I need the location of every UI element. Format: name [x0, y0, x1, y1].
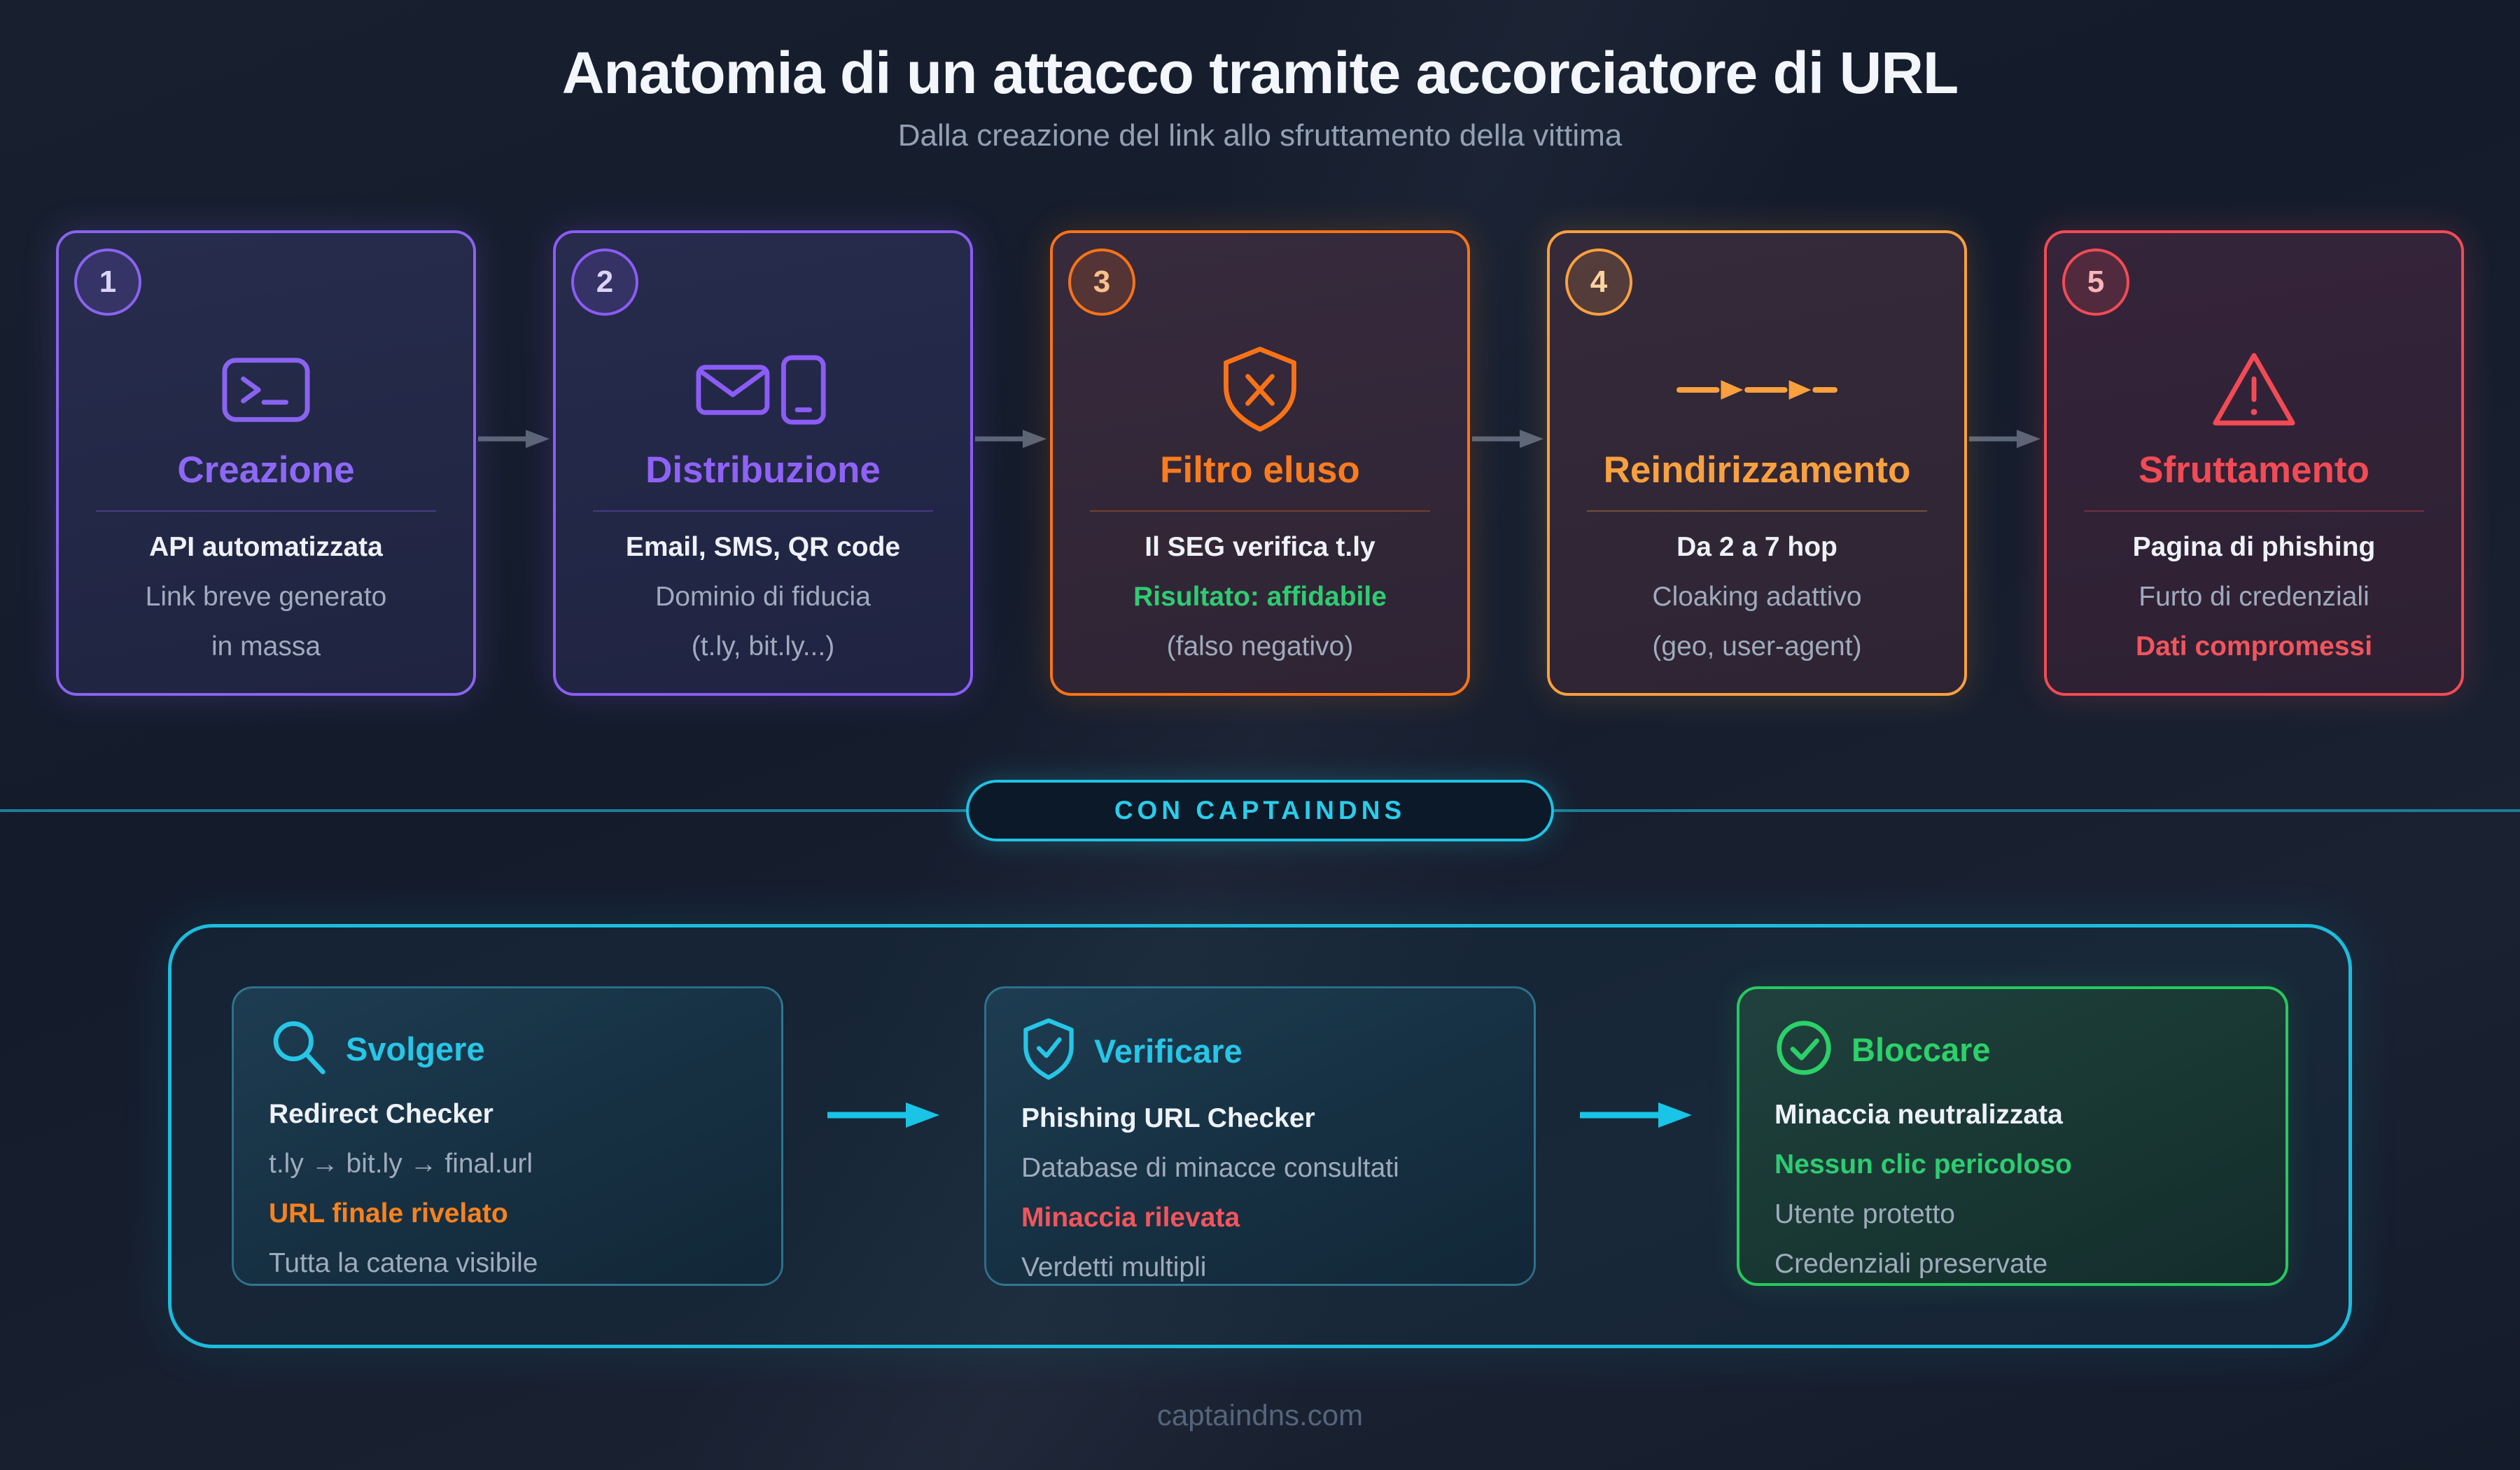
page-title: Anatomia di un attacco tramite accorciat… — [561, 40, 1959, 106]
step-title: Sfruttamento — [2138, 449, 2370, 491]
section-divider: CON CAPTAINDNS — [0, 780, 2520, 842]
check-circle-icon — [1774, 1018, 1833, 1081]
pill-label: CON CAPTAINDNS — [1114, 796, 1406, 825]
step-detail-line: Da 2 a 7 hop — [1676, 532, 1837, 563]
step-title: Creazione — [177, 449, 355, 491]
step-detail-line: (t.ly, bit.ly...) — [691, 631, 835, 662]
card-divider — [96, 510, 436, 512]
step-number: 2 — [596, 265, 614, 300]
step-card-creazione: 1 Creazione API automatizzata Link breve… — [56, 230, 476, 696]
warning-triangle-icon — [2047, 344, 2461, 436]
step-detail-line: Pagina di phishing — [2132, 532, 2376, 563]
solution-detail-line: Minaccia neutralizzata — [1774, 1100, 2063, 1130]
step-title: Filtro eluso — [1160, 449, 1360, 491]
step-number-badge: 3 — [1068, 248, 1135, 316]
step-arrow-icon — [1967, 428, 2044, 450]
step-arrow-icon — [1470, 428, 1547, 450]
step-card-reindirizzamento: 4 Reindirizzamento Da 2 a 7 hop Cloaking… — [1547, 230, 1967, 696]
solution-detail-line: Verdetti multipli — [1021, 1252, 1207, 1282]
step-detail-line: Email, SMS, QR code — [625, 532, 901, 563]
step-detail-line: (geo, user-agent) — [1652, 631, 1862, 662]
step-details: API automatizzata Link breve generato in… — [59, 531, 473, 663]
solution-detail-line: Database di minacce consultati — [1021, 1152, 1399, 1183]
solution-card-verificare: Verificare Phishing URL Checker Database… — [984, 986, 1536, 1287]
step-detail-line: (falso negativo) — [1166, 631, 1354, 662]
step-number: 3 — [1093, 265, 1111, 300]
search-icon — [269, 1018, 328, 1080]
solution-card-header: Bloccare — [1774, 1018, 2250, 1081]
step-title: Distribuzione — [645, 449, 881, 491]
captaindns-pill: CON CAPTAINDNS — [966, 780, 1554, 842]
card-divider — [1587, 510, 1927, 512]
step-number-badge: 4 — [1565, 248, 1632, 316]
redirect-hops-icon — [1550, 344, 1964, 436]
card-divider — [1090, 510, 1430, 512]
card-divider — [2084, 510, 2424, 512]
solution-title: Verificare — [1094, 1032, 1242, 1070]
solution-title: Svolgere — [346, 1030, 485, 1068]
step-card-filtro-eluso: 3 Filtro eluso Il SEG verifica t.ly Risu… — [1050, 230, 1470, 696]
solution-detail-line: Phishing URL Checker — [1021, 1103, 1315, 1134]
solution-detail-line: Tutta la catena visibile — [269, 1247, 538, 1278]
step-number: 4 — [1590, 265, 1608, 300]
step-detail-line: Dominio di fiducia — [655, 582, 871, 612]
step-number: 1 — [99, 265, 117, 300]
page-subtitle: Dalla creazione del link allo sfruttamen… — [897, 118, 1623, 153]
step-number-badge: 2 — [571, 248, 638, 316]
email-phone-icon — [556, 344, 970, 436]
step-details: Email, SMS, QR code Dominio di fiducia (… — [556, 531, 970, 663]
step-detail-line: Dati compromessi — [2135, 631, 2373, 662]
step-details: Pagina di phishing Furto di credenziali … — [2047, 531, 2461, 663]
solution-detail-line: Credenziali preservate — [1774, 1248, 2048, 1279]
solution-card-header: Verificare — [1021, 1018, 1499, 1084]
step-detail-line: API automatizzata — [149, 532, 383, 563]
step-detail-line: Link breve generato — [145, 582, 387, 612]
step-number: 5 — [2087, 265, 2105, 300]
solution-card-svolgere: Svolgere Redirect Checker t.ly → bit.ly … — [232, 986, 783, 1287]
step-detail-line: Risultato: affidabile — [1133, 582, 1387, 612]
solution-detail-line: Redirect Checker — [269, 1099, 493, 1130]
solution-arrow-icon — [825, 1100, 944, 1130]
solution-detail-line: t.ly → bit.ly → final.url — [269, 1148, 533, 1179]
step-number-badge: 1 — [74, 248, 141, 316]
step-detail-line: Il SEG verifica t.ly — [1144, 532, 1376, 563]
page-footer: captaindns.com — [0, 1399, 2520, 1432]
page-header: Anatomia di un attacco tramite accorciat… — [0, 0, 2520, 153]
step-card-sfruttamento: 5 Sfruttamento Pagina di phishing Furto … — [2044, 230, 2464, 696]
step-title: Reindirizzamento — [1603, 449, 1911, 491]
step-detail-line: Cloaking adattivo — [1652, 582, 1862, 612]
attack-steps-row: 1 Creazione API automatizzata Link breve… — [0, 230, 2520, 696]
solution-panel: Svolgere Redirect Checker t.ly → bit.ly … — [168, 924, 2352, 1349]
terminal-icon — [59, 344, 473, 436]
solution-title: Bloccare — [1851, 1031, 1991, 1069]
step-arrow-icon — [973, 428, 1050, 450]
solution-card-header: Svolgere — [269, 1018, 746, 1080]
solution-detail-line: Utente protetto — [1774, 1198, 1955, 1229]
step-card-distribuzione: 2 Distribuzione Email, SMS, QR code Domi… — [553, 230, 973, 696]
step-detail-line: Furto di credenziali — [2138, 582, 2370, 612]
solution-detail-line: Nessun clic pericoloso — [1774, 1149, 2072, 1180]
footer-url: captaindns.com — [1156, 1399, 1364, 1432]
solution-card-bloccare: Bloccare Minaccia neutralizzata Nessun c… — [1737, 986, 2288, 1287]
step-number-badge: 5 — [2062, 248, 2129, 316]
step-arrow-icon — [476, 428, 553, 450]
solution-arrow-icon — [1577, 1100, 1696, 1130]
card-divider — [593, 510, 933, 512]
step-details: Da 2 a 7 hop Cloaking adattivo (geo, use… — [1550, 531, 1964, 663]
step-details: Il SEG verifica t.ly Risultato: affidabi… — [1053, 531, 1467, 663]
solution-detail-line: Minaccia rilevata — [1021, 1202, 1240, 1233]
shield-x-icon — [1053, 344, 1467, 436]
shield-check-icon — [1021, 1018, 1076, 1084]
solution-detail-line: URL finale rivelato — [269, 1198, 508, 1228]
step-detail-line: in massa — [211, 631, 321, 662]
